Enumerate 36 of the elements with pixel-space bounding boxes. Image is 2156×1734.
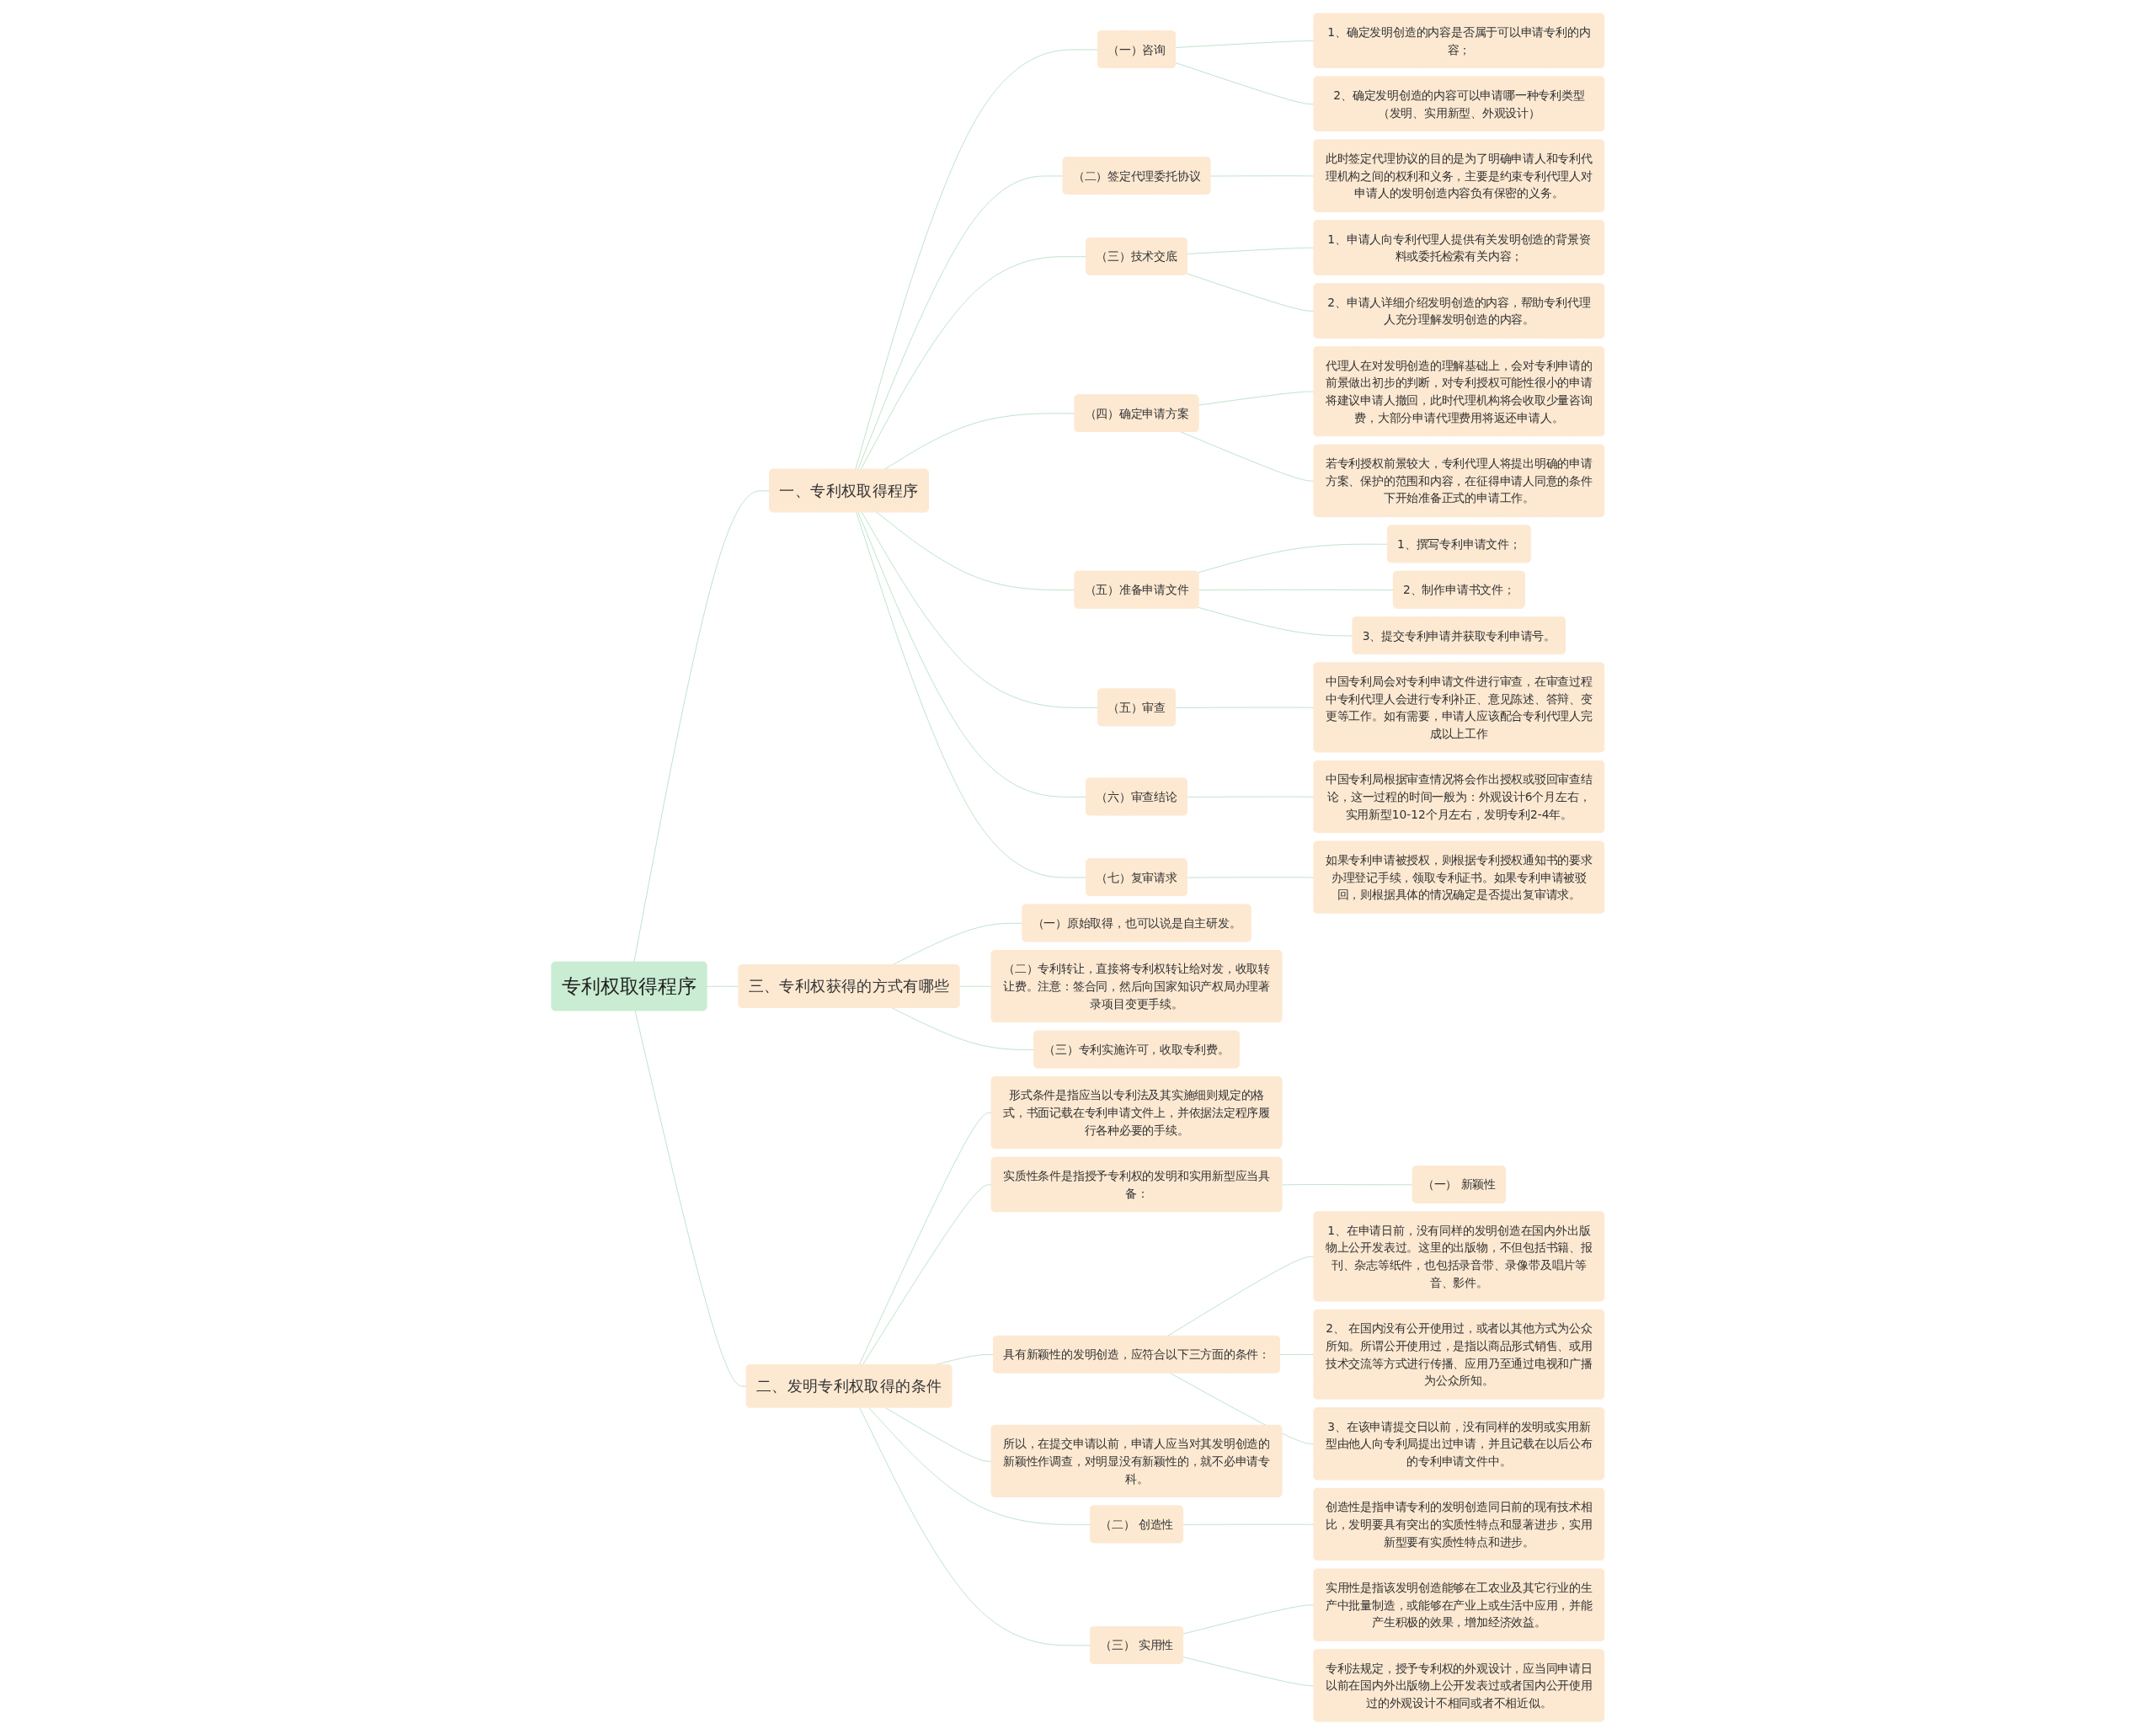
connector	[633, 489, 771, 963]
connector	[1198, 606, 1354, 636]
connector	[856, 511, 1087, 878]
connector	[1198, 391, 1315, 405]
connector	[1186, 272, 1315, 312]
connector	[1198, 589, 1395, 590]
connector	[855, 49, 1099, 470]
connector	[959, 985, 993, 987]
connector	[1170, 1372, 1315, 1444]
connector	[1209, 174, 1315, 176]
connector	[862, 1183, 993, 1365]
connector	[1187, 876, 1315, 878]
connector	[1182, 1604, 1315, 1635]
connector	[1198, 543, 1389, 573]
connector	[634, 1010, 748, 1386]
connector	[891, 1006, 1035, 1050]
connector	[1175, 707, 1315, 708]
connector	[861, 511, 1099, 708]
connector	[1175, 40, 1315, 48]
connector	[1175, 61, 1315, 104]
connector	[1182, 1523, 1315, 1525]
connector	[876, 511, 1075, 590]
connector	[1180, 430, 1315, 482]
connector	[859, 1406, 1091, 1646]
connector	[857, 175, 1065, 470]
connector	[858, 1112, 993, 1365]
connector	[1187, 247, 1315, 254]
connector	[857, 511, 1087, 798]
connector	[1182, 1656, 1315, 1686]
connector	[868, 1406, 1091, 1525]
connector	[860, 255, 1087, 470]
connector	[884, 1406, 993, 1462]
connector	[1187, 796, 1315, 798]
connector	[1279, 1353, 1315, 1355]
connector	[707, 985, 740, 987]
connector	[1281, 1183, 1414, 1185]
